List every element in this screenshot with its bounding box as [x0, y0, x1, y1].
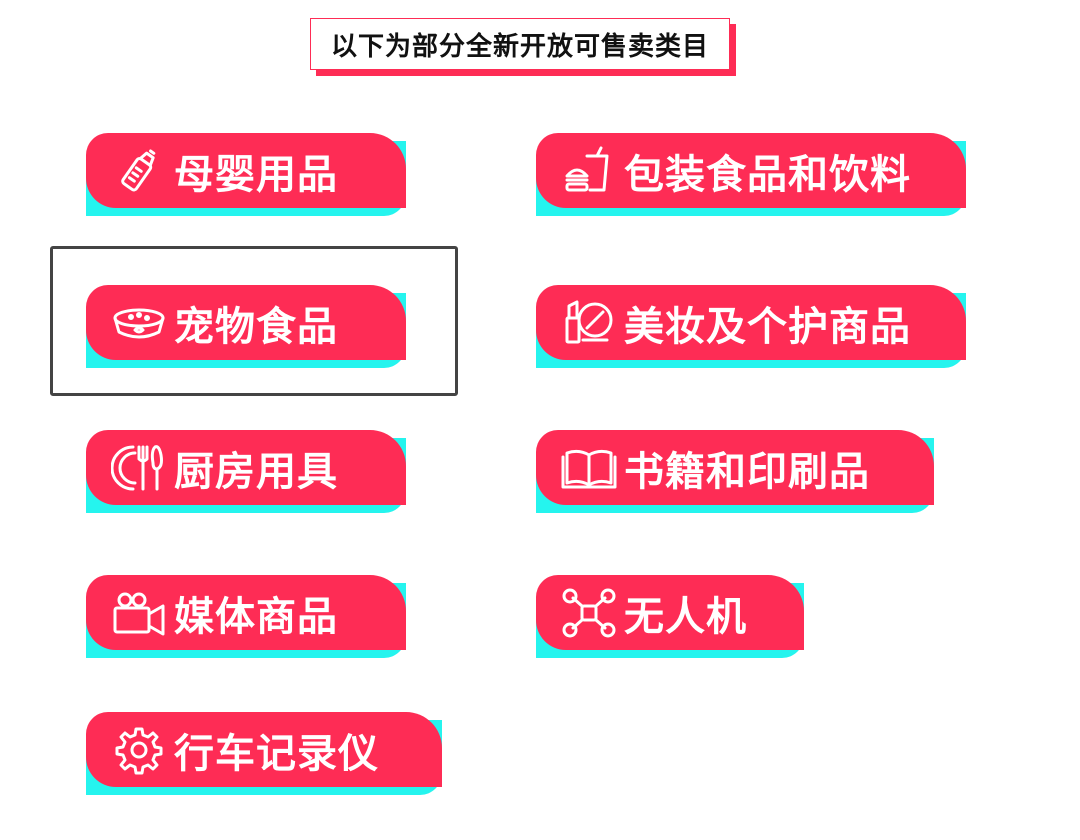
- category-label: 宠物食品: [174, 303, 338, 350]
- category-books-printed-matter[interactable]: 书籍和印刷品: [536, 430, 934, 513]
- category-label: 书籍和印刷品: [624, 448, 870, 495]
- category-beauty-personal-care[interactable]: 美妆及个护商品: [536, 285, 966, 368]
- gear-icon: [104, 724, 174, 776]
- category-kitchenware[interactable]: 厨房用具: [86, 430, 406, 513]
- category-dashcams[interactable]: 行车记录仪: [86, 712, 442, 795]
- category-label: 母婴用品: [174, 151, 338, 198]
- category-label: 厨房用具: [174, 448, 338, 495]
- heading-banner: 以下为部分全新开放可售卖类目: [310, 18, 738, 76]
- category-pet-food[interactable]: 宠物食品: [86, 285, 406, 368]
- video-camera-icon: [104, 587, 174, 639]
- category-label: 无人机: [624, 593, 747, 640]
- selection-highlight-frame: [50, 246, 458, 396]
- pet-bowl-icon: [104, 297, 174, 349]
- category-media-goods[interactable]: 媒体商品: [86, 575, 406, 658]
- category-packaged-food-drinks[interactable]: 包装食品和饮料: [536, 133, 966, 216]
- drone-icon: [554, 587, 624, 639]
- baby-bottle-icon: [104, 145, 174, 197]
- category-drones[interactable]: 无人机: [536, 575, 804, 658]
- category-maternity-baby[interactable]: 母婴用品: [86, 133, 406, 216]
- category-label: 美妆及个护商品: [624, 303, 911, 350]
- page-title: 以下为部分全新开放可售卖类目: [310, 18, 730, 70]
- fast-food-icon: [554, 145, 624, 197]
- category-label: 行车记录仪: [174, 730, 379, 777]
- category-label: 媒体商品: [174, 593, 338, 640]
- lipstick-mirror-icon: [554, 297, 624, 349]
- open-book-icon: [554, 442, 624, 494]
- category-label: 包装食品和饮料: [624, 151, 911, 198]
- plate-cutlery-icon: [104, 442, 174, 494]
